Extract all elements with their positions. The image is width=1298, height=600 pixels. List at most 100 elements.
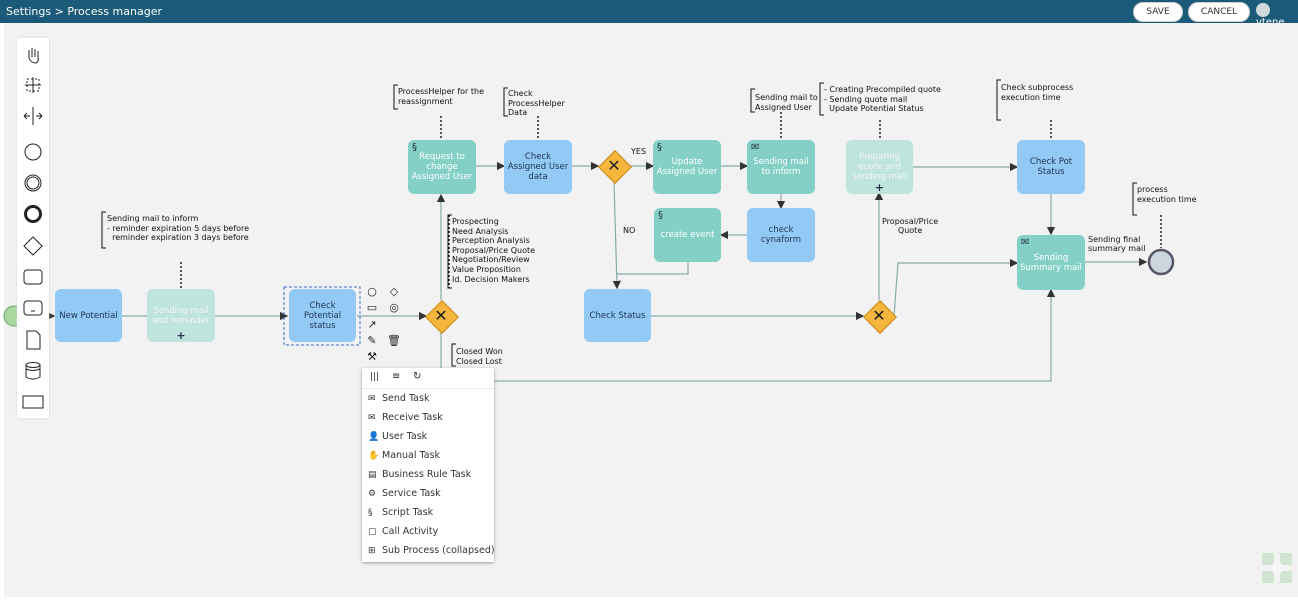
script-task-icon: § <box>657 142 662 153</box>
menu-header: ||| ≡ ↻ <box>362 368 494 389</box>
envelope-filled-icon: ✉ <box>368 394 376 404</box>
menu-item-label: User Task <box>382 431 428 442</box>
subprocess-icon[interactable] <box>21 296 45 320</box>
data-store-icon[interactable] <box>21 359 45 383</box>
envelope-icon: ✉ <box>1021 237 1030 248</box>
lasso-tool-icon[interactable] <box>21 73 45 97</box>
annotation-closed[interactable]: Closed Won Closed Lost <box>456 347 503 366</box>
end-event-icon[interactable] <box>21 202 45 226</box>
hand-tool-icon[interactable] <box>21 42 45 66</box>
annotation-process-helper[interactable]: ProcessHelper for the reassignment <box>398 87 485 106</box>
save-button[interactable]: SAVE <box>1133 2 1183 22</box>
flow-label-yes: YES <box>631 147 647 156</box>
replace-task-menu: ||| ≡ ↻ ✉ Send Task ✉ Receive Task 👤User T… <box>362 368 495 562</box>
annotation-reminder[interactable]: Sending mail to inform - reminder expira… <box>107 214 250 243</box>
menu-item-label: Send Task <box>382 393 430 404</box>
breadcrumb: Settings > Process manager <box>6 5 162 18</box>
menu-item-receive-task[interactable]: ✉ Receive Task <box>362 408 494 427</box>
task-sending-mail-reminder[interactable]: Sending mail and reminder+ <box>147 289 215 342</box>
menu-item-label: Sub Process (collapsed) <box>382 545 495 556</box>
task-label: New Potential <box>59 310 118 321</box>
gateway-icon[interactable] <box>21 234 45 258</box>
annotation-stages[interactable]: Prospecting Need Analysis Perception Ana… <box>452 217 536 284</box>
task-label: Check Pot Status <box>1029 157 1073 177</box>
task-label: Sending Summary mail <box>1020 252 1082 273</box>
gear-icon: ⚙ <box>368 489 377 499</box>
task-label: Preparing quote and sending mail <box>852 152 907 182</box>
task-preparing-quote[interactable]: Preparing quote and sending mail+ <box>846 140 913 194</box>
menu-item-business-rule-task[interactable]: ▤Business Rule Task <box>362 465 494 484</box>
selection-outline <box>283 286 361 346</box>
envelope-outline-icon: ✉ <box>368 413 376 423</box>
annotation-sending-assigned[interactable]: Sending mail to Assigned User <box>755 93 818 112</box>
diagram-canvas[interactable] <box>4 23 1298 597</box>
change-type-icon[interactable]: ✎ <box>367 334 377 347</box>
append-end-event-icon[interactable]: ○ <box>367 285 377 298</box>
task-check-pot-status[interactable]: Check Pot Status <box>1017 140 1085 194</box>
task-label: check cynaform <box>760 225 802 245</box>
collapsed-marker-icon: + <box>176 329 186 342</box>
menu-item-label: Business Rule Task <box>382 469 472 480</box>
task-label: Request to change Assigned User <box>411 152 473 182</box>
start-event-icon[interactable] <box>21 140 45 164</box>
script-task-icon: § <box>658 210 663 221</box>
task-label: Check Potential status <box>303 300 342 331</box>
parallel-marker-icon[interactable]: ||| <box>370 372 380 382</box>
data-object-icon[interactable] <box>21 328 45 352</box>
bpmn-logo-icon <box>1260 551 1294 585</box>
space-tool-icon[interactable] <box>21 104 45 128</box>
task-request-change[interactable]: §Request to change Assigned User <box>408 140 476 194</box>
task-check-cynaform[interactable]: check cynaform <box>747 208 815 262</box>
task-label: Check Status <box>589 310 646 321</box>
menu-item-script-task[interactable]: §Script Task <box>362 503 494 522</box>
sequential-marker-icon[interactable]: ≡ <box>392 371 401 382</box>
menu-item-service-task[interactable]: ⚙ Service Task <box>362 484 494 503</box>
menu-item-send-task[interactable]: ✉ Send Task <box>362 389 494 408</box>
task-label: create event <box>660 230 715 240</box>
script-task-icon: § <box>412 142 417 153</box>
task-sending-mail-inform[interactable]: ✉Sending mail to inform <box>747 140 815 194</box>
cancel-button[interactable]: CANCEL <box>1188 2 1250 22</box>
menu-item-user-task[interactable]: 👤User Task <box>362 427 494 446</box>
task-check-potential-status[interactable]: Check Potential status <box>289 289 356 342</box>
gateway-x-icon: ✕ <box>434 306 448 325</box>
task-check-status[interactable]: Check Status <box>584 289 651 342</box>
flow-label-no: NO <box>623 226 636 235</box>
intermediate-event-icon[interactable] <box>21 171 45 195</box>
annotation-check-helper[interactable]: Check ProcessHelper Data <box>508 89 565 118</box>
annotation-quote-steps[interactable]: - Creating Precompiled quote - Sending q… <box>824 85 941 114</box>
menu-item-label: Call Activity <box>382 526 439 537</box>
task-check-assigned-user[interactable]: Check Assigned User data <box>504 140 572 194</box>
append-task-icon[interactable]: ▭ <box>366 301 378 314</box>
append-gateway-icon[interactable]: ◇ <box>389 285 399 298</box>
task-new-potential[interactable]: New Potential <box>55 289 122 342</box>
pool-icon[interactable] <box>21 390 45 414</box>
flow-label-sending-final: Sending final summary mail <box>1088 235 1146 253</box>
task-label: Update Assigned User <box>656 157 718 177</box>
task-label: Sending mail to inform <box>753 157 809 177</box>
menu-item-call-activity[interactable]: ▢Call Activity <box>362 522 494 541</box>
menu-item-manual-task[interactable]: ✋Manual Task <box>362 446 494 465</box>
collapsed-marker-icon: + <box>874 181 885 194</box>
user-name: vtene <box>1256 17 1284 28</box>
task-icon[interactable] <box>21 265 45 289</box>
menu-item-label: Receive Task <box>382 412 443 423</box>
color-icon[interactable]: ⚒ <box>367 350 377 363</box>
append-intermediate-event-icon[interactable]: ◎ <box>389 301 399 314</box>
user-menu[interactable]: vtene <box>1256 3 1298 28</box>
trash-icon[interactable]: 🗑 <box>387 334 401 347</box>
loop-marker-icon[interactable]: ↻ <box>413 371 422 382</box>
task-create-event[interactable]: § create event <box>654 208 721 262</box>
annotation-subprocess-time[interactable]: Check subprocess execution time <box>1001 83 1074 102</box>
menu-item-label: Manual Task <box>382 450 441 461</box>
menu-item-sub-process[interactable]: ⊞Sub Process (collapsed) <box>362 541 495 560</box>
task-update-assigned-user[interactable]: § Update Assigned User <box>653 140 721 194</box>
end-event[interactable] <box>1147 248 1175 276</box>
connect-icon[interactable]: ↗ <box>367 318 377 331</box>
annotation-process-time[interactable]: process execution time <box>1137 185 1197 204</box>
menu-item-label: Service Task <box>382 488 441 499</box>
menu-item-label: Script Task <box>382 507 434 518</box>
avatar <box>1256 3 1270 17</box>
task-sending-summary-mail[interactable]: ✉ Sending Summary mail <box>1017 235 1085 290</box>
